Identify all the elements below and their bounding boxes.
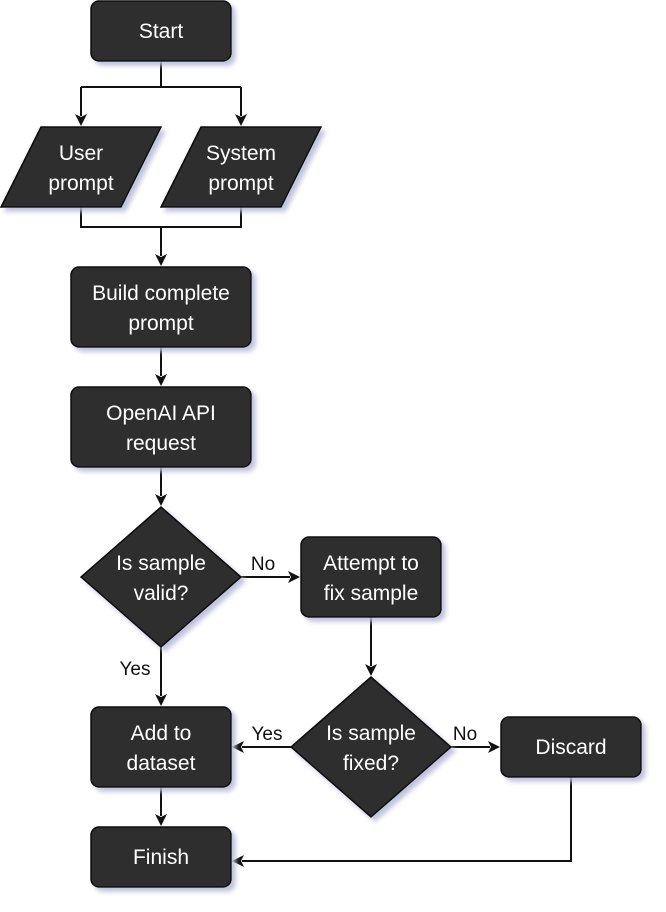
arrow-to-add [155,694,167,706]
user-prompt-line-2: prompt [48,172,114,195]
user-prompt-line-1: User [59,142,103,165]
valid-decision-line-1: Is sample [116,552,206,575]
edge-prompts-merge [80,207,242,256]
nodes: Start User prompt System prompt Build co… [0,0,642,888]
arrow-to-valid [155,494,167,506]
discard-label: Discard [535,736,606,759]
fix-sample-node: Attempt to fix sample [300,536,442,618]
edge-discard-finish [242,777,572,862]
fixed-decision-node: Is sample fixed? [289,676,453,818]
start-label: Start [139,20,184,43]
api-request-line-2: request [126,432,196,455]
fixed-decision-line-1: Is sample [326,722,416,745]
label-valid-yes: Yes [120,659,151,680]
build-prompt-line-1: Build complete [92,282,230,305]
finish-node: Finish [90,826,232,888]
arrow-to-api [155,374,167,386]
valid-decision-node: Is sample valid? [79,506,243,648]
add-dataset-line-2: dataset [127,752,196,775]
api-request-line-1: OpenAI API [106,402,216,425]
system-prompt-node: System prompt [159,126,323,208]
add-dataset-line-1: Add to [131,722,192,745]
arrow-to-build [155,254,167,266]
add-dataset-node: Add to dataset [90,706,232,788]
fixed-decision-line-2: fixed? [343,752,399,775]
label-fixed-yes: Yes [252,724,283,745]
edges [75,62,572,867]
fix-sample-line-1: Attempt to [323,552,419,575]
arrow-to-user [75,114,87,126]
system-prompt-line-2: prompt [208,172,274,195]
api-request-node: OpenAI API request [70,386,252,468]
user-prompt-node: User prompt [0,126,163,208]
start-node: Start [90,0,232,62]
arrow-discard-to-finish [232,855,244,867]
arrow-to-fix [288,571,300,583]
arrow-fixed-to-add [232,741,244,753]
edge-start-split [80,62,242,116]
arrow-to-system [235,114,247,126]
build-prompt-node: Build complete prompt [70,266,252,348]
discard-node: Discard [500,716,642,778]
label-valid-no: No [251,554,275,575]
finish-label: Finish [133,846,189,869]
label-fixed-no: No [453,724,477,745]
arrow-to-fixed [365,664,377,676]
fix-sample-line-2: fix sample [324,582,419,605]
build-prompt-line-2: prompt [128,312,194,335]
valid-decision-line-2: valid? [134,582,189,605]
edge-labels: No Yes Yes No [120,554,478,745]
arrow-add-to-finish [155,814,167,826]
arrow-to-discard [488,741,500,753]
system-prompt-line-1: System [206,142,276,165]
